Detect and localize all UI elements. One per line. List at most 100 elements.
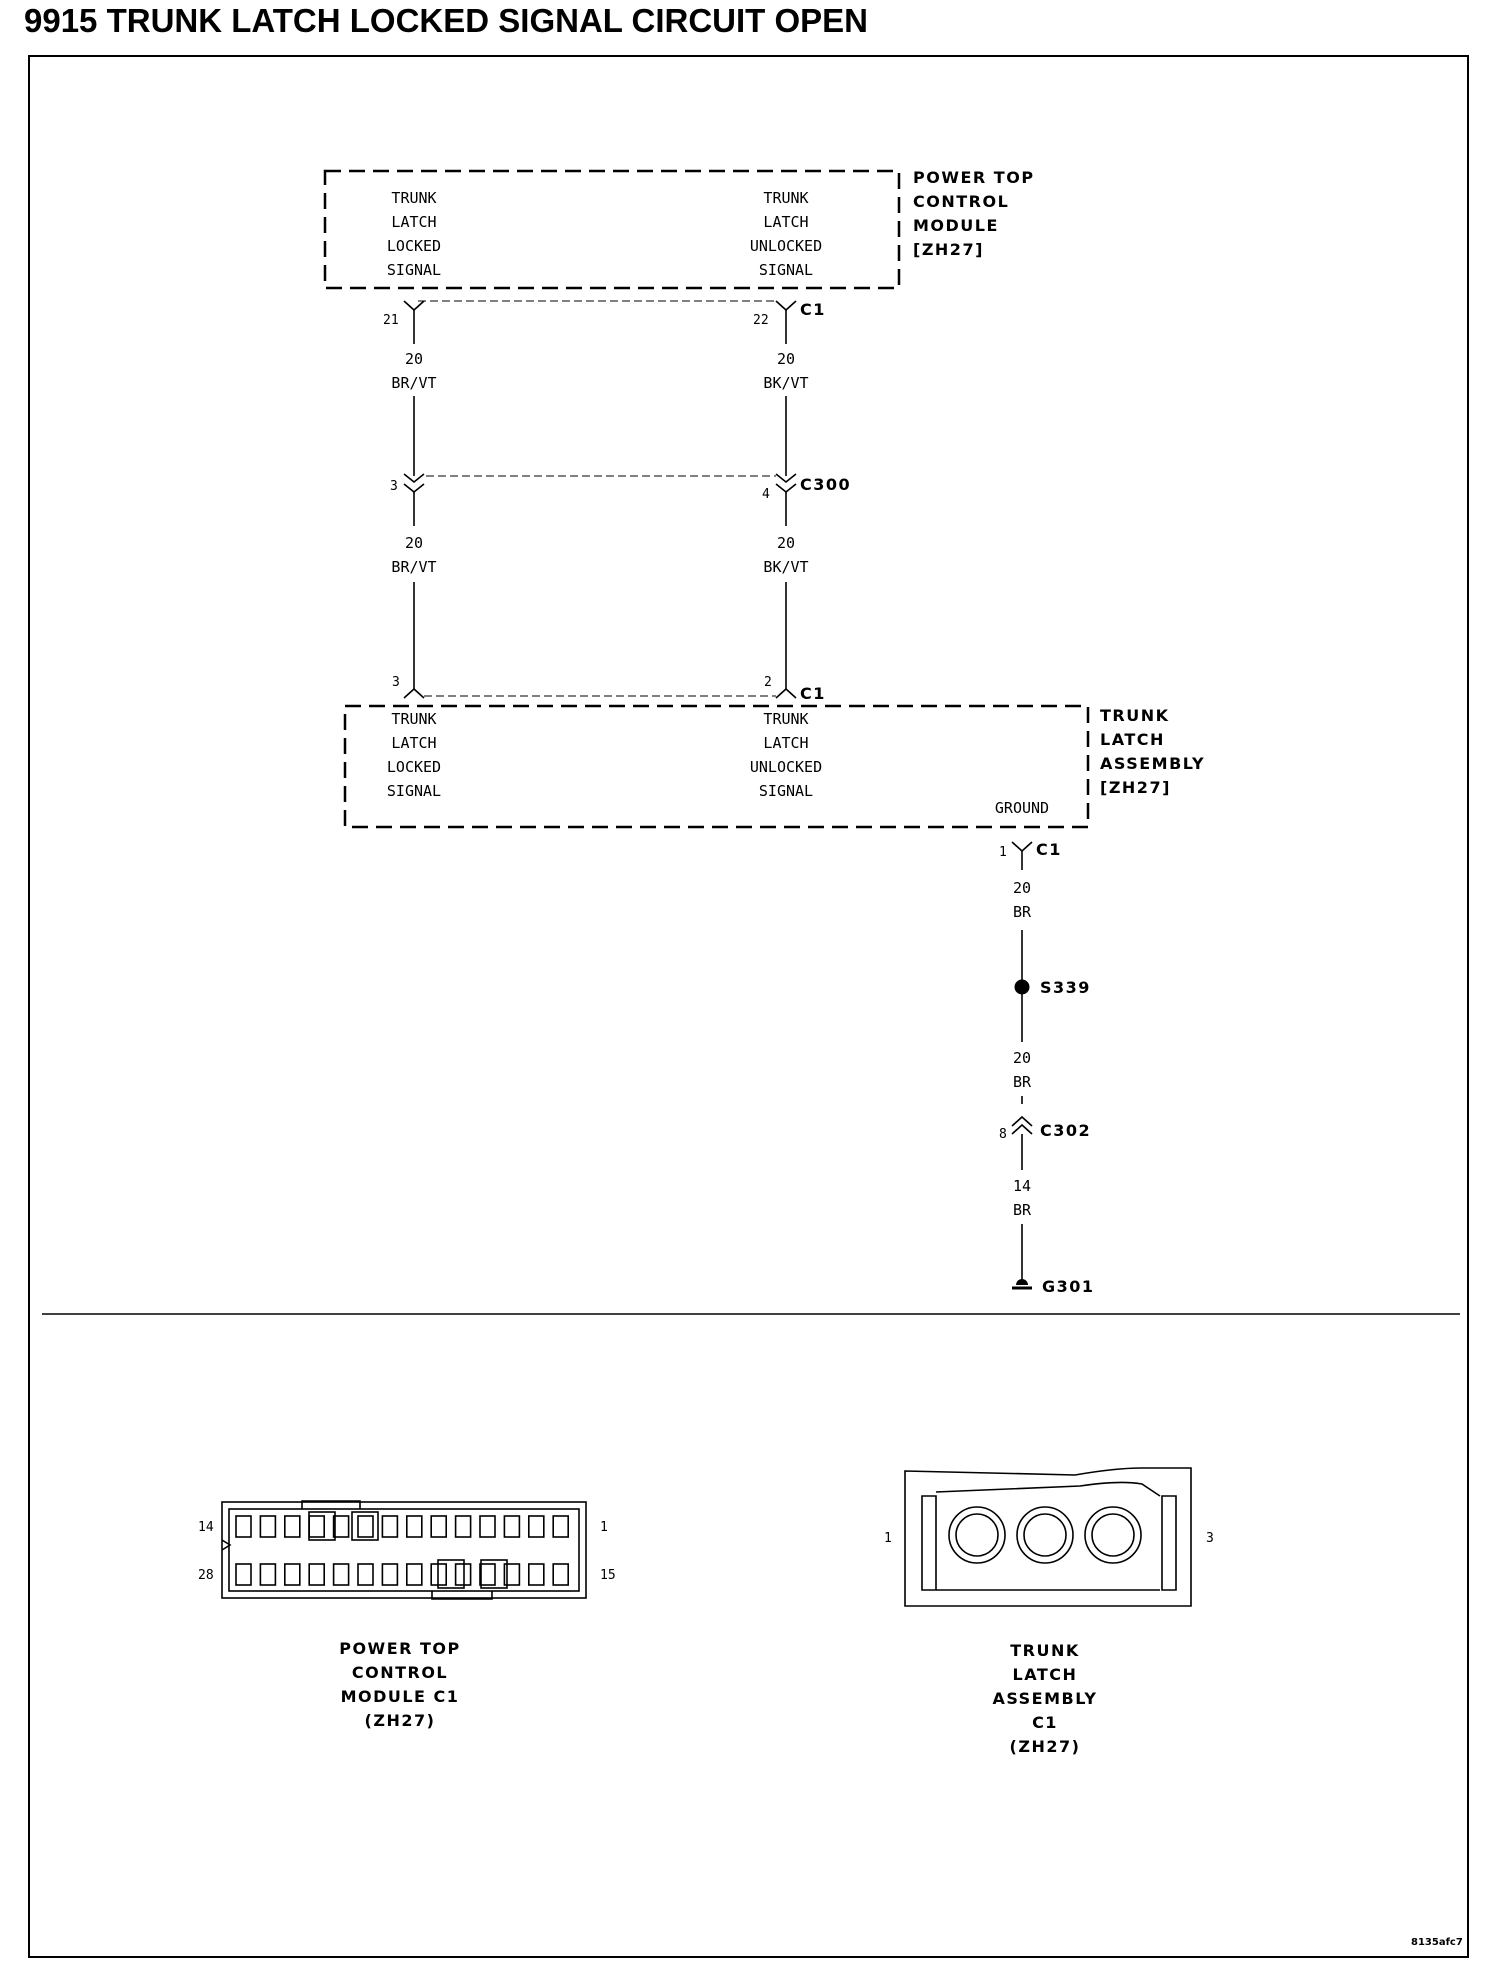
ptcm-c1-cavity-top (527, 1515, 545, 1538)
tla-module-box (343, 704, 1090, 829)
ptcm-c1-cavity-bottom (405, 1563, 423, 1586)
wire4-gauge: 20 (777, 534, 795, 552)
ptcm-c1-cavity-bottom (454, 1563, 472, 1586)
ptcm-name-line-3: MODULE (913, 216, 999, 235)
ptcm-c1-cavity-bottom (283, 1563, 301, 1586)
tla-pin-3-label: 3 (392, 675, 400, 690)
s339-splice-dot (1014, 979, 1030, 995)
tla-c1-top-label: C1 (800, 684, 826, 703)
ptcm-c1-cavity-bottom (357, 1563, 374, 1586)
ptcm-name-line-2: CONTROL (913, 192, 1009, 211)
c300-pin-4-label: 4 (762, 487, 770, 502)
ptcm-pin-22-symbol (775, 300, 797, 312)
ground-wire3-color: BR (1013, 1201, 1032, 1219)
ptcm-c1-cavity-top (259, 1515, 277, 1538)
page-title: 9915 TRUNK LATCH LOCKED SIGNAL CIRCUIT O… (24, 2, 869, 39)
tla-view-label-3: ASSEMBLY (992, 1689, 1097, 1708)
wire3-color: BR/VT (391, 558, 436, 576)
tla-name-line-2: LATCH (1100, 730, 1165, 749)
ptcm-c1-cavity-top (381, 1515, 399, 1538)
ptcm-c1-cavity-bottom (308, 1563, 326, 1586)
ptcm-c1-cavity-top (405, 1515, 423, 1538)
ptcm-view-label-3: MODULE C1 (341, 1687, 460, 1706)
tla-pin-1-symbol (1011, 841, 1033, 853)
ground-wire2-gauge: 20 (1013, 1049, 1031, 1067)
ptcm-view-pin-14: 14 (198, 1520, 214, 1535)
tla-ground-label: GROUND (995, 799, 1049, 817)
tla-pin-2-label: 2 (764, 675, 772, 690)
tla-pin-3-symbol (403, 687, 425, 699)
ptcm-c1-cavity-top (283, 1515, 301, 1538)
ptcm-c1-cavity-bottom (552, 1563, 570, 1586)
ptcm-view-label-1: POWER TOP (339, 1639, 461, 1658)
tla-unlocked-line-3: UNLOCKED (750, 758, 822, 776)
c300-pin-3-label: 3 (390, 479, 398, 494)
tla-locked-line-2: LATCH (391, 734, 436, 752)
ptcm-c1-cavity-bottom (381, 1563, 399, 1586)
ptcm-c1-connector-view (221, 1500, 587, 1600)
ptcm-module-box (323, 169, 901, 290)
tla-locked-line-4: SIGNAL (387, 782, 441, 800)
ptcm-unlocked-line-1: TRUNK (763, 189, 808, 207)
c300-pin-3-symbol (403, 473, 425, 494)
tla-unlocked-line-2: LATCH (763, 734, 808, 752)
g301-label: G301 (1042, 1277, 1095, 1296)
ptcm-c1-cavity-top (430, 1515, 448, 1538)
wire3-gauge: 20 (405, 534, 423, 552)
c300-label: C300 (800, 475, 851, 494)
tla-view-label-2: LATCH (1013, 1665, 1078, 1684)
tla-view-pin-3: 3 (1206, 1531, 1214, 1546)
s339-label: S339 (1040, 978, 1091, 997)
tla-unlocked-line-4: SIGNAL (759, 782, 813, 800)
tla-locked-line-1: TRUNK (391, 710, 436, 728)
ptcm-c1-cavity-bottom (479, 1563, 496, 1586)
wire4-color: BK/VT (763, 558, 808, 576)
tla-locked-line-3: LOCKED (387, 758, 441, 776)
tla-c1-ground-label: C1 (1036, 840, 1062, 859)
ptcm-locked-line-2: LATCH (391, 213, 436, 231)
ptcm-c1-cavity-top (308, 1515, 326, 1538)
tla-view-label-4: C1 (1032, 1713, 1058, 1732)
ptcm-locked-line-1: TRUNK (391, 189, 436, 207)
ptcm-c1-cavity-top (503, 1515, 521, 1538)
ptcm-view-pin-28: 28 (198, 1568, 214, 1583)
ptcm-c1-cavity-top (235, 1515, 252, 1538)
tla-c1-connector-view (904, 1467, 1192, 1607)
diagram-frame (28, 55, 1469, 1958)
wire2-color: BK/VT (763, 374, 808, 392)
ptcm-view-label-2: CONTROL (352, 1663, 448, 1682)
ground-wire1-gauge: 20 (1013, 879, 1031, 897)
ptcm-c1-cavity-bottom (332, 1563, 350, 1586)
tla-pin-2-symbol (775, 687, 797, 699)
ptcm-c1-cavity-bottom (503, 1563, 521, 1586)
ptcm-c1-cavity-top (332, 1515, 350, 1538)
ptcm-c1-cavity-top (552, 1515, 570, 1538)
ground-wire1-color: BR (1013, 903, 1032, 921)
figure-id: 8135afc7 (1411, 1937, 1463, 1948)
tla-view-label-1: TRUNK (1010, 1641, 1080, 1660)
ptcm-unlocked-line-2: LATCH (763, 213, 808, 231)
ptcm-locked-line-3: LOCKED (387, 237, 441, 255)
ptcm-c1-cavity-bottom (235, 1563, 252, 1586)
ground-wire2-color: BR (1013, 1073, 1032, 1091)
ptcm-name-line-4: [ZH27] (913, 240, 984, 259)
ptcm-unlocked-line-4: SIGNAL (759, 261, 813, 279)
tla-name-line-3: ASSEMBLY (1100, 754, 1205, 773)
wire1-color: BR/VT (391, 374, 436, 392)
c302-pin-label: 8 (999, 1127, 1007, 1142)
ptcm-locked-line-4: SIGNAL (387, 261, 441, 279)
ptcm-pin-22-label: 22 (753, 313, 769, 328)
ground-wire3-gauge: 14 (1013, 1177, 1031, 1195)
ptcm-view-pin-1: 1 (600, 1520, 608, 1535)
ptcm-view-label-4: (ZH27) (365, 1711, 436, 1730)
ptcm-c1-cavity-top (479, 1515, 496, 1538)
ptcm-unlocked-line-3: UNLOCKED (750, 237, 822, 255)
ptcm-c1-cavity-bottom (527, 1563, 545, 1586)
tla-name-line-4: [ZH27] (1100, 778, 1171, 797)
ptcm-c1-label: C1 (800, 300, 826, 319)
tla-pin-1-label: 1 (999, 845, 1007, 860)
c302-label: C302 (1040, 1121, 1091, 1140)
ptcm-c1-cavity-bottom (259, 1563, 277, 1586)
tla-view-label-5: (ZH27) (1010, 1737, 1081, 1756)
